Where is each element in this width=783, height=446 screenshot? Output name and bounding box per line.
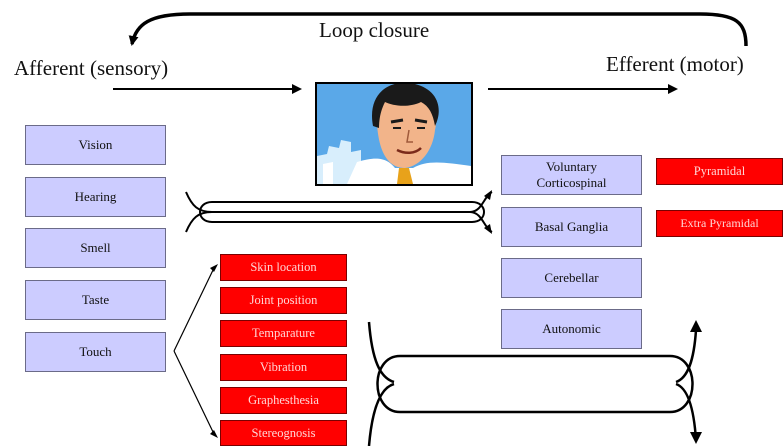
motor-voluntary-line1: Voluntary (545, 159, 598, 175)
sense-hearing: Hearing (25, 177, 166, 217)
sense-smell: Smell (25, 228, 166, 268)
lower-crossover-tube (367, 321, 698, 446)
upper-crossover-tube (185, 191, 493, 233)
tract-extra-pyramidal: Extra Pyramidal (656, 210, 783, 237)
motor-cerebellar: Cerebellar (501, 258, 642, 298)
sense-taste: Taste (25, 280, 166, 320)
motor-basal-ganglia: Basal Ganglia (501, 207, 642, 247)
loop-closure-label: Loop closure (319, 18, 430, 42)
touch-joint-position: Joint position (220, 287, 347, 314)
touch-vibration: Vibration (220, 354, 347, 381)
sense-touch: Touch (25, 332, 166, 372)
touch-stereognosis: Stereognosis (220, 420, 347, 446)
man-cartoon-icon (317, 84, 471, 184)
man-portrait (315, 82, 473, 186)
touch-graphesthesia: Graphesthesia (220, 387, 347, 414)
motor-autonomic: Autonomic (501, 309, 642, 349)
sense-vision: Vision (25, 125, 166, 165)
loop-closure-arrow (128, 12, 748, 47)
motor-voluntary-line2: Corticospinal (536, 175, 607, 190)
touch-temperature: Temparature (220, 320, 347, 347)
touch-fanout-lines (173, 267, 215, 435)
tract-pyramidal: Pyramidal (656, 158, 783, 185)
afferent-label: Afferent (sensory) (14, 56, 169, 80)
motor-voluntary-corticospinal: Voluntary Corticospinal (501, 155, 642, 195)
efferent-label: Efferent (motor) (606, 52, 744, 76)
touch-skin-location: Skin location (220, 254, 347, 281)
